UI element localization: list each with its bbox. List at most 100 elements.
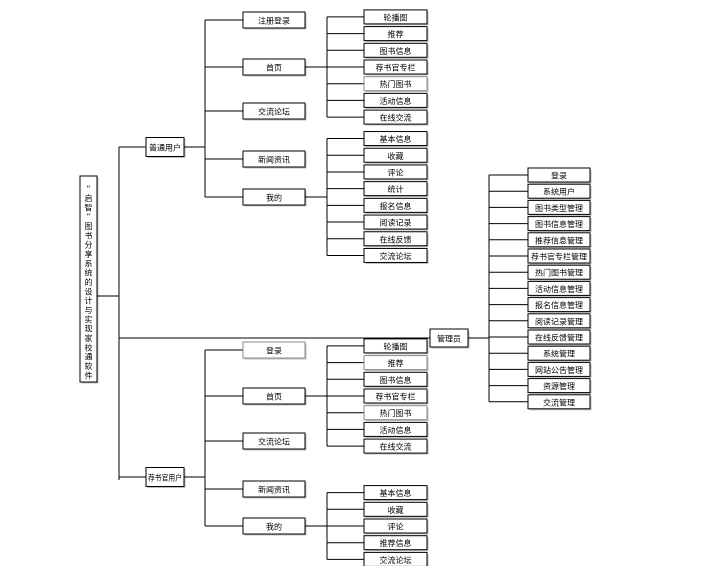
user-role-0: 普通用户: [145, 137, 186, 158]
admin-item-1: 系统用户: [527, 183, 592, 200]
box-border: [363, 59, 428, 75]
box-border: [363, 501, 428, 517]
user-1-item-4-child-3: 推荐信息: [363, 535, 429, 552]
box-border: [363, 109, 428, 125]
root-title-box-label: “启智”图书分享系统的设计与实现家校通软件: [85, 185, 93, 381]
root-title-char: 实: [85, 314, 93, 324]
user-0-item-1-child-2: 图书信息: [363, 42, 429, 59]
user-1-item-4: 我的: [242, 517, 307, 536]
admin-item-14: 交流管理: [527, 394, 592, 411]
user-0-item-1-child-3: 荐书官专栏: [363, 59, 429, 76]
root-title-char: 统: [85, 268, 93, 278]
box-border: [527, 361, 591, 377]
user-1-item-3: 新闻资讯: [242, 480, 307, 499]
admin-item-4-label: 推荐信息管理: [535, 235, 583, 245]
root-title-char: 设: [85, 286, 93, 296]
box-border: [363, 92, 428, 108]
root-title-char: 智: [85, 202, 93, 212]
root-title-char: 校: [85, 342, 93, 352]
admin-item-11: 系统管理: [527, 345, 592, 362]
user-0-item-1-child-5: 活动信息: [363, 92, 429, 109]
admin-item-6: 热门图书管理: [527, 264, 592, 281]
box-border: [363, 9, 428, 25]
user-1-item-1-child-4-label: 热门图书: [380, 408, 412, 418]
user-1-item-1-child-5-label: 活动信息: [380, 425, 412, 435]
user-0-item-4-child-2: 评论: [363, 164, 429, 181]
user-0-item-4-child-7-label: 交流论坛: [380, 251, 412, 261]
user-1-item-1-child-4: 热门图书: [363, 405, 429, 422]
user-0-item-4-child-2-label: 评论: [388, 167, 404, 177]
box-border: [527, 280, 591, 296]
user-0-item-4-child-5: 阅读记录: [363, 214, 429, 231]
user-1-item-4-label: 我的: [266, 522, 282, 532]
box-border: [527, 199, 591, 215]
user-0-item-2-label: 交流论坛: [258, 107, 290, 117]
admin-item-9: 阅读记录管理: [527, 313, 592, 330]
user-1-item-4-child-2: 评论: [363, 518, 429, 535]
box-border: [363, 551, 428, 566]
box-border: [527, 248, 591, 264]
user-1-item-1-child-3-label: 荐书官专栏: [376, 392, 416, 402]
root-title-char: ”: [86, 213, 90, 222]
admin-role: 管理员: [429, 328, 470, 349]
user-0-item-0: 注册登录: [242, 11, 307, 30]
admin-item-13: 资源管理: [527, 378, 592, 395]
user-1-item-1-child-6-label: 在线交流: [380, 442, 412, 452]
box-border: [527, 167, 591, 183]
user-1-item-4-child-4-label: 交流论坛: [380, 555, 412, 565]
root-title-char: 现: [85, 325, 93, 334]
box-border: [363, 421, 428, 437]
box-border: [363, 438, 428, 454]
admin-item-11-label: 系统管理: [543, 349, 575, 359]
root-title-char: 通: [85, 352, 93, 362]
user-0-item-1-child-3-label: 荐书官专栏: [376, 63, 416, 73]
admin-item-8-label: 报名信息管理: [535, 300, 583, 310]
root-title-char: 的: [85, 277, 93, 287]
box-border: [527, 313, 591, 329]
user-1-item-1-label: 首页: [266, 392, 282, 402]
user-0-item-4-child-3-label: 统计: [388, 184, 404, 194]
user-1-item-0: 登录: [242, 341, 307, 360]
user-0-item-4-child-6: 在线反馈: [363, 231, 429, 248]
box-border: [527, 232, 591, 248]
admin-item-2: 图书类型管理: [527, 199, 592, 216]
user-0-item-4-child-4-label: 报名信息: [380, 201, 412, 211]
admin-item-12: 网站公告管理: [527, 361, 592, 378]
user-1-item-4-child-2-label: 评论: [388, 522, 404, 532]
user-1-item-1-child-2: 图书信息: [363, 371, 429, 388]
user-1-item-1-child-3: 荐书官专栏: [363, 388, 429, 405]
user-1-item-1-child-0: 轮播图: [363, 338, 429, 355]
root-title-char: 图: [85, 222, 93, 231]
box-border: [363, 197, 428, 213]
user-0-item-1-child-1: 推荐: [363, 26, 429, 43]
admin-item-10: 在线反馈管理: [527, 329, 592, 346]
root-title-char: 软: [85, 361, 93, 371]
admin-item-2-label: 图书类型管理: [535, 203, 583, 213]
user-0-item-0-label: 注册登录: [258, 16, 290, 26]
box-border: [363, 247, 428, 263]
box-border: [363, 181, 428, 197]
user-1-item-4-child-1-label: 收藏: [388, 505, 404, 515]
box-border: [363, 231, 428, 247]
user-1-item-4-child-3-label: 推荐信息: [380, 538, 412, 548]
root-title-char: 计: [85, 296, 93, 306]
root-title-char: 家: [85, 333, 93, 343]
user-0-item-1-child-6: 在线交流: [363, 109, 429, 126]
admin-item-5: 荐书官专栏管理: [527, 248, 592, 265]
admin-item-10-label: 在线反馈管理: [535, 333, 583, 343]
user-0-item-3: 新闻资讯: [242, 150, 307, 169]
box-border: [242, 480, 306, 498]
user-1-item-1-child-1-label: 推荐: [388, 358, 404, 368]
box-border: [527, 378, 591, 394]
admin-item-13-label: 资源管理: [543, 381, 575, 391]
user-1-item-4-child-1: 收藏: [363, 501, 429, 518]
admin-item-14-label: 交流管理: [543, 397, 575, 407]
admin-item-1-label: 系统用户: [543, 187, 575, 197]
box-border: [363, 338, 428, 354]
user-0-item-1-child-5-label: 活动信息: [380, 96, 412, 106]
box-border: [363, 371, 428, 387]
user-0-item-1-child-2-label: 图书信息: [380, 46, 412, 56]
admin-role-label: 管理员: [437, 334, 461, 344]
box-border: [363, 405, 428, 421]
box-border: [363, 535, 428, 551]
